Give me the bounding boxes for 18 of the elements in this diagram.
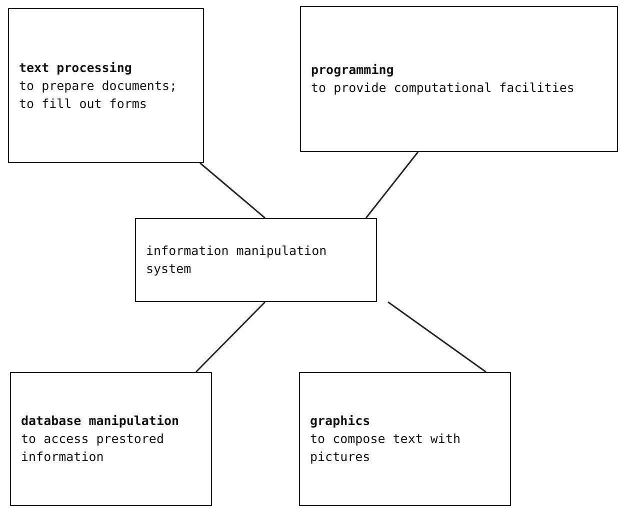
connector-line [388, 301, 486, 373]
box-heading: database manipulation [21, 412, 180, 430]
box-description: to compose text with pictures [310, 430, 462, 466]
connector-line [200, 162, 266, 219]
text-box [135, 218, 377, 302]
text-box [8, 8, 204, 163]
box-description: to access prestored information [21, 430, 165, 466]
box-heading: programming [311, 61, 394, 79]
text-box [10, 372, 212, 506]
text-box [300, 6, 618, 152]
connector-line [365, 152, 419, 218]
box-title: information manipulation system [146, 242, 328, 278]
box-description: to provide computational facilities [311, 79, 574, 97]
box-heading: text processing [19, 58, 132, 76]
text-box [299, 372, 511, 506]
box-heading: graphics [310, 412, 370, 430]
box-description: to prepare documents; to fill out forms [19, 76, 178, 112]
connector-line [195, 301, 266, 373]
